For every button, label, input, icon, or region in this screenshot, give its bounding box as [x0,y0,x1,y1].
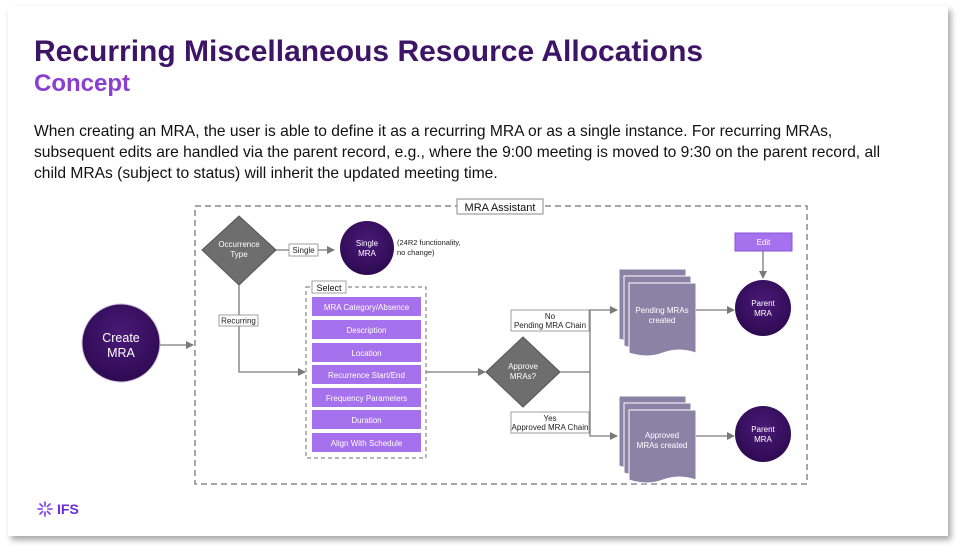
single-note-line1: (24R2 functionality, [397,238,461,247]
approved-docs-line1: Approved [645,431,679,440]
create-mra-line1: Create [102,331,140,345]
edit-label: Edit [757,238,772,247]
approve-line1: Approve [508,362,538,371]
ifs-logo-text: IFS [57,501,79,517]
select-items: MRA Category/Absence Description Locatio… [312,297,421,452]
select-item: Frequency Parameters [326,394,407,403]
single-note-line2: no change) [397,248,435,257]
connector-no [560,306,618,373]
select-item: MRA Category/Absence [324,303,410,312]
recurring-label-box [218,314,259,327]
assistant-label: MRA Assistant [465,202,536,214]
assistant-label-box [456,198,544,215]
parent-mra-bottom-circle [735,406,791,462]
select-item-box [312,433,421,452]
single-label-box [288,243,319,257]
pending-docs-line2: created [649,316,676,325]
pending-docs-line1: Pending MRAs [635,306,688,315]
slide [8,6,948,536]
select-item-box [312,297,421,316]
select-item-box [312,343,421,362]
select-item: Recurrence Start/End [328,371,405,380]
single-mra-line2: MRA [358,249,376,258]
ifs-logo: IFS [36,500,79,518]
ifs-logo-icon [37,501,53,517]
yes-label-box [510,411,590,434]
parent-mra-top-line2: MRA [754,309,772,318]
intro-paragraph: When creating an MRA, the user is able t… [34,123,881,182]
assistant-frame [194,205,808,485]
select-item: Location [351,349,381,358]
occurrence-type-line2: Type [230,250,248,259]
approve-line2: MRAs? [510,372,537,381]
select-item-box [312,388,421,407]
create-mra-line2: MRA [107,346,135,360]
approve-diamond [485,336,561,408]
no-label-line1: No [545,312,556,321]
parent-mra-bottom-line2: MRA [754,435,772,444]
slide-subtitle: Concept [34,70,130,97]
select-item-box [312,365,421,384]
yes-label-line1: Yes [543,414,556,423]
yes-label-line2: Approved MRA Chain [512,423,589,432]
select-item: Duration [351,416,381,425]
select-item-box [312,320,421,339]
approved-docs-line2: MRAs created [637,441,688,450]
select-item-box [312,410,421,429]
parent-mra-bottom-line1: Parent [751,425,775,434]
single-mra-circle [340,221,394,275]
select-item: Description [346,326,386,335]
no-label-box [510,309,590,332]
occurrence-type-line1: Occurrence [218,240,260,249]
connector-recurring [238,285,306,376]
pending-mras-documents [618,268,697,357]
connector-yes [589,372,618,440]
parent-mra-top-circle [735,280,791,336]
parent-mra-top-line1: Parent [751,299,775,308]
approved-mras-documents [618,395,697,484]
select-item: Align With Schedule [331,439,403,448]
single-mra-line1: Single [356,239,379,248]
create-mra-circle [81,303,161,383]
slide-title: Recurring Miscellaneous Resource Allocat… [34,35,704,68]
recurring-label: Recurring [221,317,256,326]
select-label-box [311,280,347,294]
no-label-line2: Pending MRA Chain [514,321,586,330]
select-label: Select [316,283,342,293]
single-label: Single [292,246,315,255]
